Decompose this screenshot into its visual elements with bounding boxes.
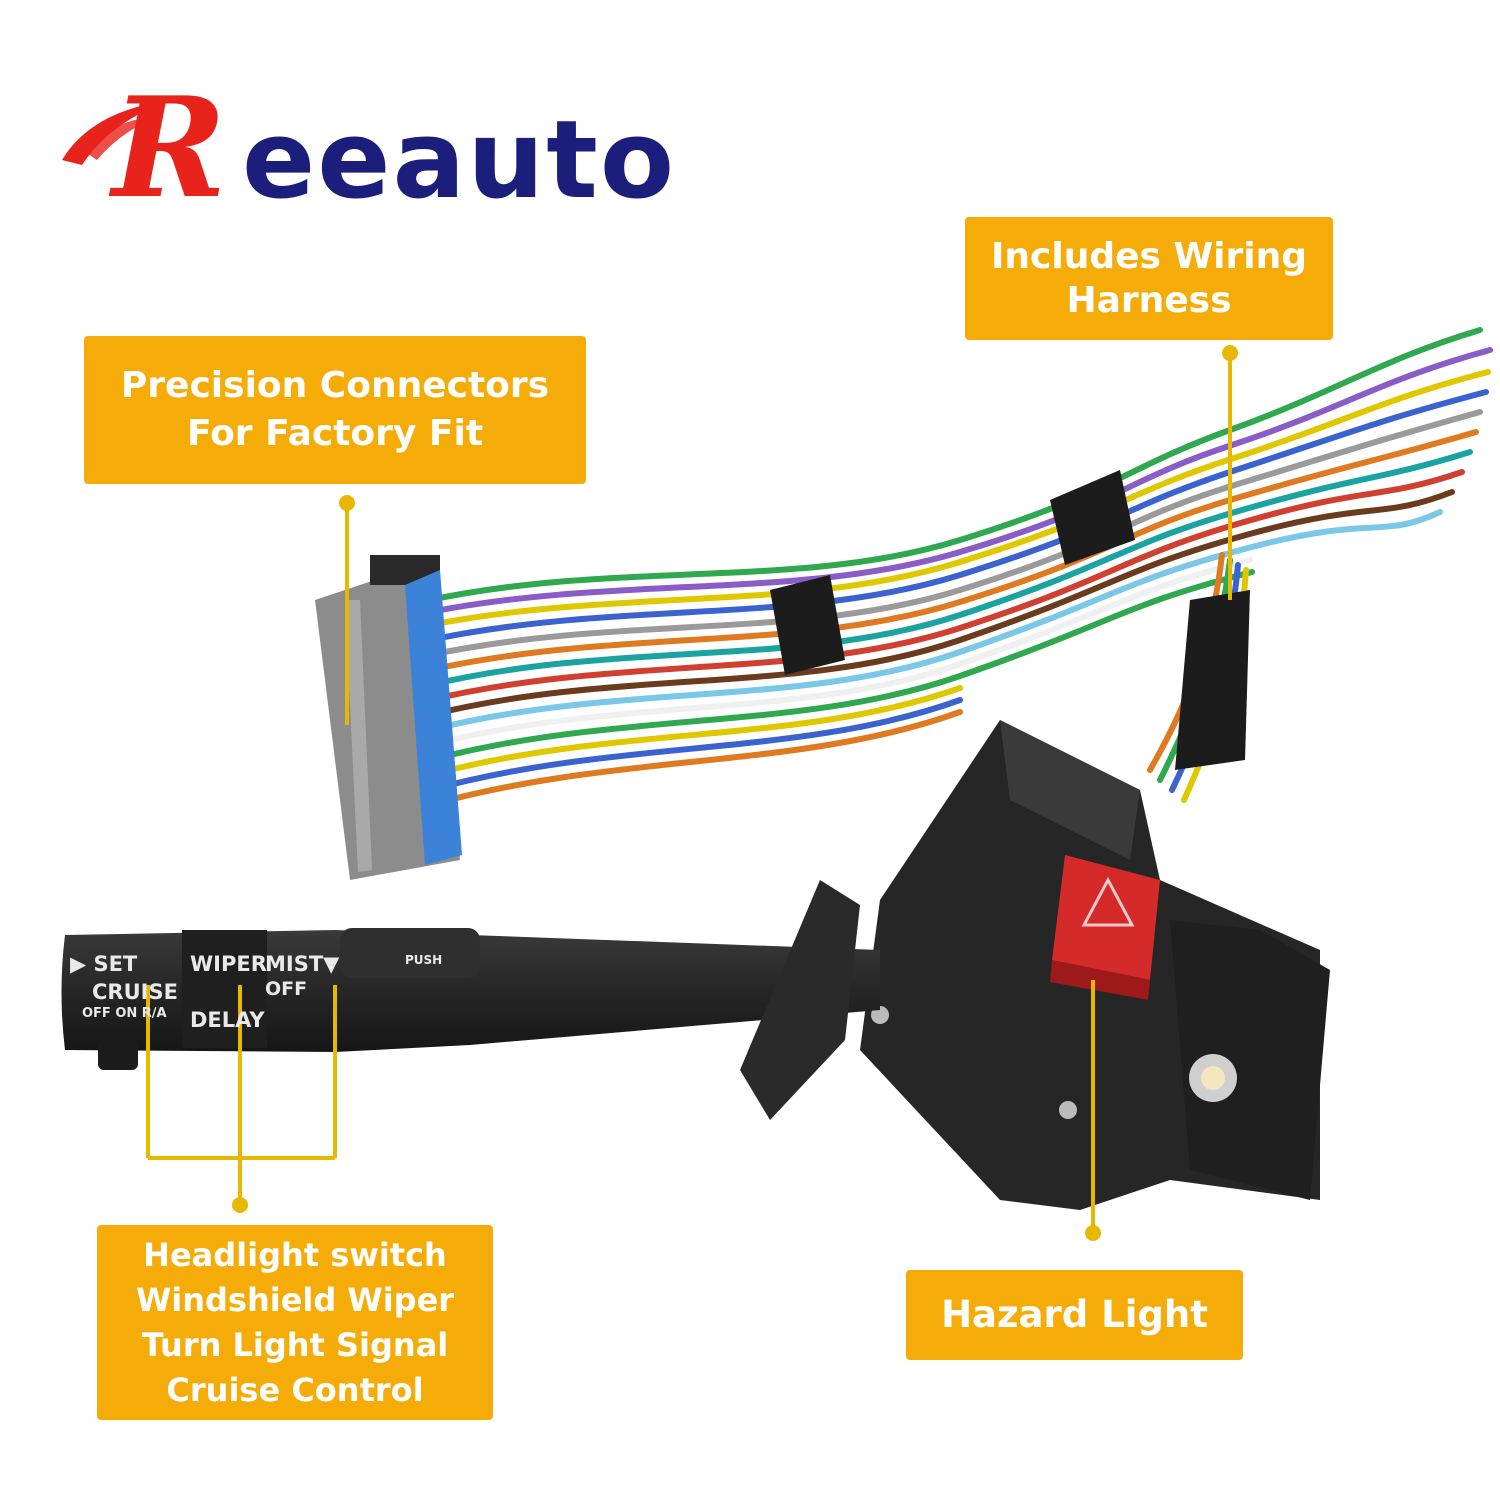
lever-label-cruise: CRUISE: [92, 980, 178, 1004]
gray-connector: [315, 555, 462, 880]
callout-wiring-line-1: Includes Wiring: [990, 235, 1308, 277]
callout-hazard-line-1: Hazard Light: [941, 1293, 1208, 1336]
lever-label-off: OFF: [265, 978, 308, 1000]
callout-functions-line-4: Cruise Control: [166, 1370, 424, 1409]
hazard-button: [1050, 855, 1160, 1000]
lever-label-mist: MIST▼: [265, 952, 340, 976]
callout-wiring-harness: Includes Wiring Harness: [965, 217, 1333, 340]
callout-functions-line-1: Headlight switch: [143, 1235, 447, 1274]
callout-connectors-line-2: For Factory Fit: [186, 413, 484, 454]
lever-stalk: [61, 880, 880, 1120]
logo-wordmark: eeauto: [242, 98, 677, 223]
wiring-harness: [427, 327, 1493, 808]
lever-label-push: PUSH: [405, 953, 443, 967]
callout-functions-line-3: Turn Light Signal: [141, 1325, 449, 1364]
callout-dots: [232, 345, 1238, 1241]
lever-label-delay: DELAY: [190, 1008, 265, 1032]
lever-label-set: ▶ SET: [70, 952, 138, 976]
lever-label-wiper: WIPER: [190, 952, 267, 976]
logo-initial: R: [112, 66, 227, 229]
lever-label-cruise-states: OFF ON R/A: [82, 1006, 167, 1021]
callout-leaders: [146, 353, 1232, 1233]
logo-swoosh-icon: [62, 100, 172, 165]
callout-hazard-light: Hazard Light: [906, 1270, 1243, 1360]
callout-connectors-line-1: Precision Connectors: [120, 365, 550, 406]
tape-wraps: [770, 470, 1250, 770]
brand-logo: R eeauto: [52, 66, 674, 229]
callout-functions: Headlight switch Windshield Wiper Turn L…: [97, 1225, 493, 1420]
callout-precision-connectors: Precision Connectors For Factory Fit: [84, 336, 586, 484]
callout-functions-line-2: Windshield Wiper: [135, 1280, 455, 1319]
callout-wiring-line-2: Harness: [1066, 279, 1232, 321]
